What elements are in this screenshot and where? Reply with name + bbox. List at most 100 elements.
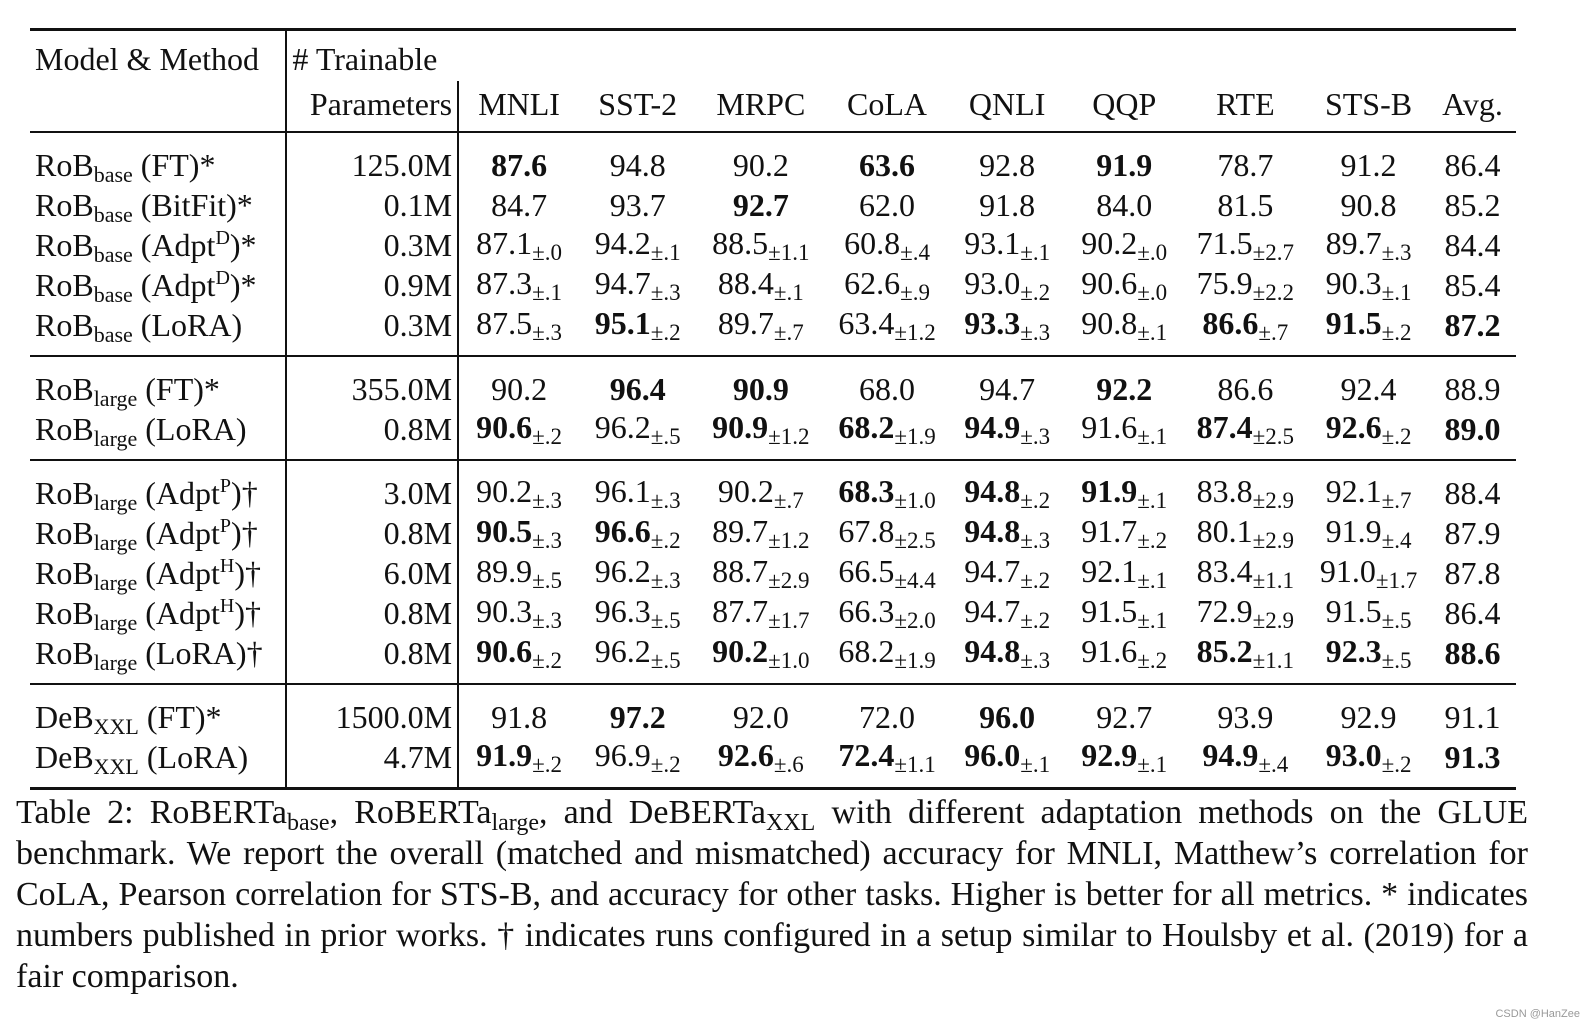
score-cell: 91.5±.5 [1308,593,1429,633]
score-std: ±.0 [1137,279,1168,305]
score-std: ±.1 [1137,487,1168,513]
score-cell: 90.3±.1 [1308,265,1429,305]
score-value: 91.9 [1096,147,1153,183]
score-value: 90.6 [476,632,533,669]
score-cell: 91.9 [1066,132,1183,185]
model-method-cell: RoBlarge (AdptH)† [30,553,286,595]
score-cell: 83.4±1.1 [1183,553,1308,593]
score-cell: 94.8±.3 [949,513,1066,553]
score-value: 91.1 [1444,699,1501,735]
model-method-cell: RoBbase (LoRA) [30,305,286,356]
score-value: 96.2 [594,552,651,589]
score-std: ±2.5 [1252,423,1295,449]
score-value: 63.6 [859,147,916,183]
score-std: ±.4 [900,239,930,265]
score-cell: 91.9±.2 [457,737,580,789]
score-std: ±.2 [532,423,563,449]
score-cell: 91.6±.2 [1066,633,1183,684]
score-cell: 89.9±.5 [457,553,580,593]
method-variant: D [215,227,230,249]
score-cell: 84.0 [1066,185,1183,225]
score-std: ±.3 [1381,239,1412,265]
score-value: 87.6 [491,147,548,183]
score-std: ±.2 [650,751,681,777]
score-cell: 88.9 [1429,356,1516,409]
score-value: 87.7 [712,592,769,629]
score-cell: 90.2±.0 [1066,225,1183,265]
score-value: 63.4 [838,304,895,341]
score-std: ±2.0 [894,607,936,633]
score-cell: 96.0 [949,684,1066,737]
score-value: 96.6 [594,512,651,549]
score-cell: 87.9 [1429,513,1516,553]
score-cell: 85.2±1.1 [1183,633,1308,684]
score-cell: 67.8±2.5 [825,513,948,553]
model-size: large [93,570,138,595]
model-name: RoB [35,227,94,263]
method-name: (Adpt [145,555,220,591]
model-name: RoB [35,635,94,671]
score-cell: 84.7 [457,185,580,225]
params-cell: 0.1M [285,185,459,225]
score-std: ±.2 [532,647,563,673]
header-task: MNLI [457,81,580,132]
method-name: (Adpt [140,267,216,303]
score-value: 88.6 [1444,635,1501,671]
score-value: 96.0 [964,736,1021,773]
model-name: RoB [35,267,94,303]
score-cell: 93.0±.2 [949,265,1066,305]
score-value: 87.2 [1444,307,1501,343]
model-name: RoB [35,371,94,407]
score-value: 91.0 [1319,552,1376,589]
score-cell: 90.8±.1 [1066,305,1183,356]
method-variant: D [215,267,230,289]
score-std: ±1.9 [894,423,936,449]
score-value: 88.7 [712,552,769,589]
score-cell: 96.2±.3 [579,553,696,593]
score-value: 91.7 [1081,512,1138,549]
header-params-line1: # Trainable [285,29,459,81]
score-value: 91.8 [979,187,1036,223]
model-name: DeB [35,699,94,735]
model-size: large [93,490,138,515]
score-std: ±.7 [1258,319,1289,345]
score-std: ±.2 [1020,567,1051,593]
score-std: ±.3 [532,527,563,553]
score-value: 86.4 [1444,147,1501,183]
score-value: 86.6 [1202,304,1259,341]
score-cell: 92.1±.7 [1308,460,1429,513]
score-value: 80.1 [1196,512,1253,549]
score-std: ±2.9 [1252,527,1295,553]
model-method-cell: RoBbase (FT)* [30,132,286,186]
method-variant: H [219,555,235,577]
params-cell: 0.8M [285,409,459,460]
score-std: ±1.0 [894,487,936,513]
score-value: 94.8 [964,512,1021,549]
table-caption: Table 2: RoBERTabase, RoBERTalarge, and … [16,792,1528,997]
params-cell: 0.8M [285,593,459,633]
method-suffix: )* [229,227,257,263]
score-std: ±.5 [650,647,681,673]
score-cell: 87.2 [1429,305,1516,356]
score-value: 90.3 [1325,264,1382,301]
score-value: 94.8 [964,472,1021,509]
method-name: (LoRA) [140,307,243,343]
score-value: 94.8 [609,147,666,183]
score-value: 72.0 [859,699,916,735]
score-value: 85.2 [1196,632,1253,669]
score-cell: 68.0 [825,356,948,409]
score-value: 91.6 [1081,408,1138,445]
score-cell: 94.9±.4 [1183,737,1308,789]
params-cell: 0.9M [285,265,459,305]
params-cell: 355.0M [285,356,459,409]
score-value: 92.6 [1325,408,1382,445]
header-model-method: Model & Method [35,41,259,77]
score-value: 93.1 [964,224,1021,261]
model-size: large [93,530,138,555]
score-value: 90.8 [1081,304,1138,341]
score-std: ±.3 [650,567,681,593]
score-cell: 75.9±2.2 [1183,265,1308,305]
